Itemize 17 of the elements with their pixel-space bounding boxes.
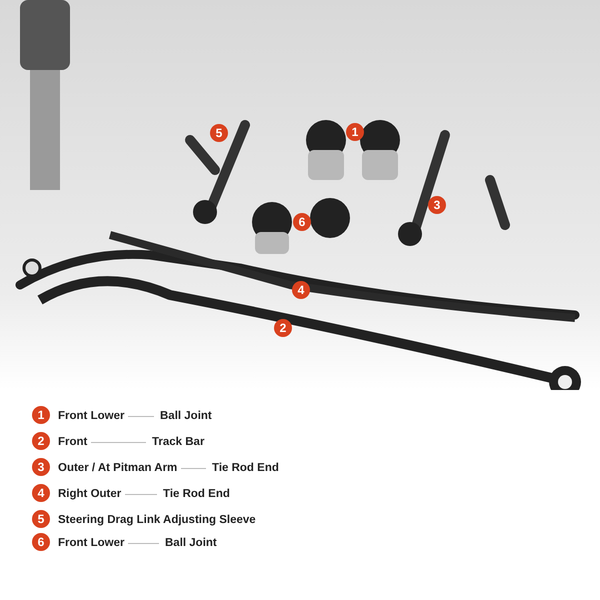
part-name: Tie Rod End — [212, 461, 279, 475]
part-name: Track Bar — [152, 435, 204, 449]
callout-number: 1 — [32, 406, 50, 424]
part-name: Steering Drag Link Adjusting Sleeve — [58, 513, 256, 527]
part-name: Outer / At Pitman Arm — [58, 461, 178, 475]
callout-number: 2 — [32, 432, 50, 450]
callout-number: 6 — [32, 533, 50, 551]
part-name: Right Outer — [58, 487, 122, 501]
part-name: Ball Joint — [160, 409, 212, 423]
callout-number: 3 — [32, 458, 50, 476]
part-name: Front Lower — [58, 409, 124, 423]
callout-number: 4 — [32, 484, 50, 502]
part-name: Front Lower — [58, 536, 124, 550]
part-name: Ball Joint — [165, 536, 217, 550]
part-name: Tie Rod End — [163, 487, 230, 501]
part-name: Front — [58, 435, 88, 449]
callout-number: 5 — [32, 510, 50, 528]
